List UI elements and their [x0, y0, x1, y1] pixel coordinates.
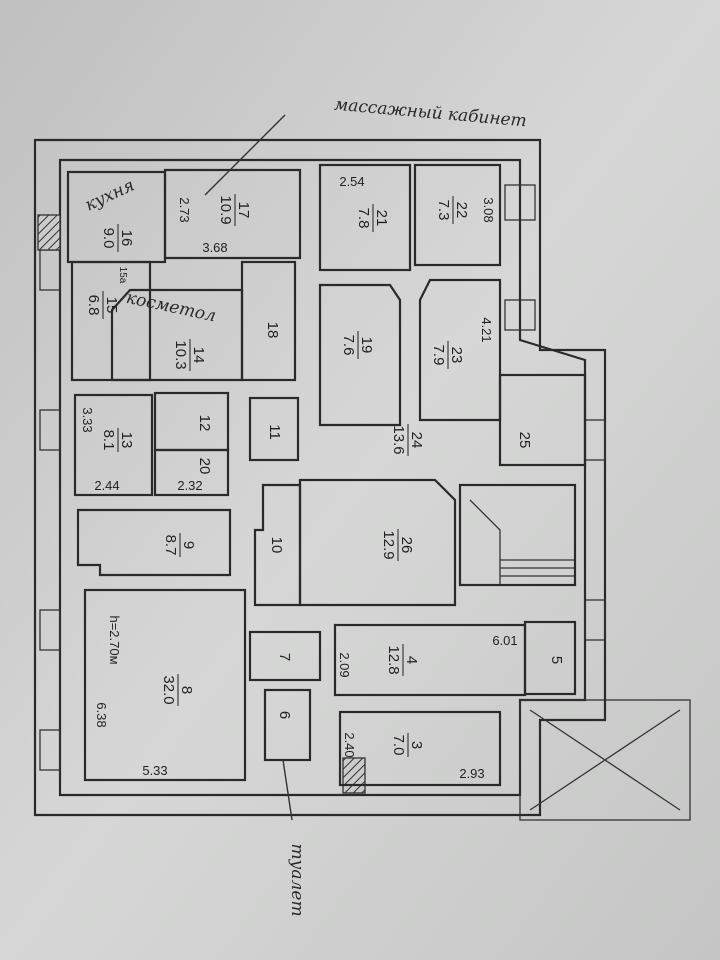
svg-text:17: 17 [235, 202, 252, 219]
svg-text:3.33: 3.33 [80, 407, 95, 432]
room-20: 20 [196, 458, 213, 475]
svg-text:2.73: 2.73 [177, 197, 192, 222]
svg-text:7.9: 7.9 [430, 345, 447, 366]
svg-text:24: 24 [408, 432, 425, 449]
room-8: 832.0 [160, 674, 195, 706]
svg-text:12.9: 12.9 [380, 530, 397, 559]
room-11: 11 [266, 424, 283, 440]
svg-text:3.08: 3.08 [481, 197, 496, 222]
svg-text:32.0: 32.0 [160, 675, 177, 704]
room-13: 138.1 [100, 428, 135, 452]
svg-text:21: 21 [373, 210, 390, 227]
svg-text:2.32: 2.32 [177, 478, 202, 493]
room-22: 227.3 [435, 196, 470, 224]
svg-text:6.38: 6.38 [94, 702, 109, 727]
svg-text:10.9: 10.9 [217, 195, 234, 224]
room-9: 98.7 [162, 533, 197, 557]
svg-text:7.8: 7.8 [355, 208, 372, 229]
svg-text:6.01: 6.01 [492, 633, 517, 648]
svg-text:2.09: 2.09 [337, 652, 352, 677]
stairs [469, 499, 691, 821]
room-12: 12 [196, 415, 213, 432]
arrow-icon [282, 759, 293, 821]
svg-text:2.44: 2.44 [94, 478, 119, 493]
svg-text:8.7: 8.7 [162, 535, 179, 556]
room-16: 169.0 [100, 224, 135, 252]
room-4: 412.8 [385, 644, 420, 676]
svg-text:13.6: 13.6 [390, 425, 407, 454]
svg-text:4: 4 [403, 656, 420, 664]
svg-text:2.93: 2.93 [459, 766, 484, 781]
svg-text:5.33: 5.33 [142, 763, 167, 778]
svg-text:2.40: 2.40 [342, 732, 357, 757]
svg-text:2.54: 2.54 [339, 174, 364, 189]
room-5: 5 [548, 656, 565, 664]
room-19: 197.6 [340, 331, 375, 359]
room-21: 217.8 [355, 204, 390, 232]
svg-text:13: 13 [118, 432, 135, 449]
svg-text:22: 22 [453, 202, 470, 219]
note-toilet: туалет [287, 843, 307, 916]
svg-text:12.8: 12.8 [385, 645, 402, 674]
svg-text:9: 9 [180, 541, 197, 549]
svg-text:7.0: 7.0 [390, 735, 407, 756]
svg-text:26: 26 [398, 537, 415, 554]
dimension-labels: 2.73 3.68 3.33 2.44 2.32 6.38 h=2.70м 5.… [80, 174, 518, 781]
svg-text:4.21: 4.21 [479, 317, 494, 342]
svg-text:6.8: 6.8 [85, 295, 102, 316]
room-walls [66, 163, 587, 787]
room-15a: 15а [117, 267, 128, 284]
svg-text:3: 3 [408, 741, 425, 749]
svg-text:8: 8 [178, 686, 195, 694]
room-15: 156.8 [85, 291, 120, 319]
svg-text:10.3: 10.3 [172, 340, 189, 369]
svg-text:h=2.70м: h=2.70м [107, 615, 122, 664]
room-10: 10 [268, 537, 285, 554]
svg-text:23: 23 [448, 347, 465, 364]
room-6: 6 [276, 711, 293, 719]
room-7: 7 [276, 653, 293, 661]
svg-text:14: 14 [190, 347, 207, 364]
arrow-icon [204, 114, 286, 196]
svg-text:3.68: 3.68 [202, 240, 227, 255]
svg-text:9.0: 9.0 [100, 228, 117, 249]
room-18: 18 [264, 322, 281, 339]
svg-text:7.6: 7.6 [340, 335, 357, 356]
room-23: 237.9 [430, 341, 465, 369]
svg-text:19: 19 [358, 337, 375, 354]
svg-text:7.3: 7.3 [435, 200, 452, 221]
svg-text:8.1: 8.1 [100, 430, 117, 451]
svg-text:15: 15 [103, 297, 120, 314]
svg-text:16: 16 [118, 230, 135, 247]
room-3: 37.0 [390, 733, 425, 757]
room-25: 25 [516, 432, 533, 449]
